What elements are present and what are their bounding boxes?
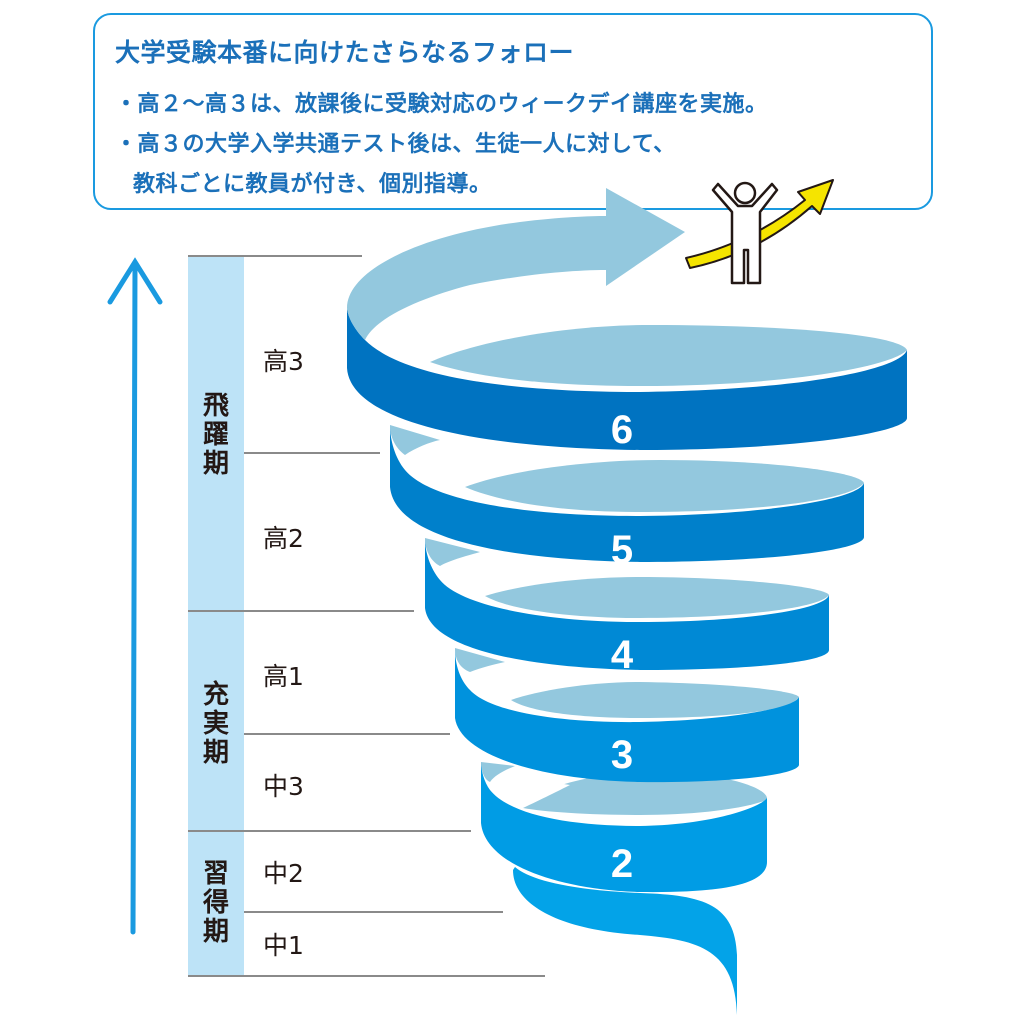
step-number: 5	[611, 528, 633, 572]
step-number: 3	[611, 733, 633, 777]
step-number: 6	[611, 408, 633, 452]
spiral-ribbon-5	[390, 425, 864, 562]
spiral-ribbon-2	[481, 762, 767, 893]
period-label: 充実期	[202, 680, 229, 768]
person-cheering-icon	[711, 181, 779, 285]
spiral-ribbon-4	[425, 538, 829, 670]
divider-grade	[244, 452, 380, 454]
period-label: 習得期	[202, 859, 229, 947]
grade-label: 高3	[263, 347, 304, 376]
divider-bottom	[188, 975, 545, 977]
step-number: 4	[611, 633, 634, 677]
grade-label: 中2	[263, 859, 304, 888]
info-box	[93, 13, 933, 210]
divider-grade	[244, 911, 503, 913]
step-number: 2	[611, 842, 633, 886]
divider-period	[188, 830, 471, 832]
spiral-ribbon-3	[455, 648, 799, 783]
divider-period	[188, 610, 414, 612]
grade-label: 中3	[263, 772, 304, 801]
info-bullet: ・高３の大学入学共通テスト後は、生徒一人に対して、	[115, 132, 676, 157]
spiral-ribbon-6	[347, 308, 907, 450]
grade-label: 高2	[263, 524, 304, 553]
up-arrow-icon	[107, 257, 163, 935]
spiral-ribbon-1	[513, 867, 737, 1015]
grade-label: 中1	[263, 931, 304, 960]
info-title: 大学受験本番に向けたさらなるフォロー	[115, 38, 575, 67]
info-bullet-continuation: 教科ごとに教員が付き、個別指導。	[133, 172, 492, 197]
step-number: 1	[611, 932, 633, 976]
info-bullet: ・高２～高３は、放課後に受験対応のウィークデイ講座を実施。	[115, 92, 768, 117]
grade-label: 高1	[263, 662, 304, 691]
divider-top	[188, 255, 362, 257]
divider-grade	[244, 733, 450, 735]
period-label: 飛躍期	[202, 391, 229, 479]
period-column	[188, 255, 244, 975]
spiral-top-arrow	[347, 188, 685, 340]
